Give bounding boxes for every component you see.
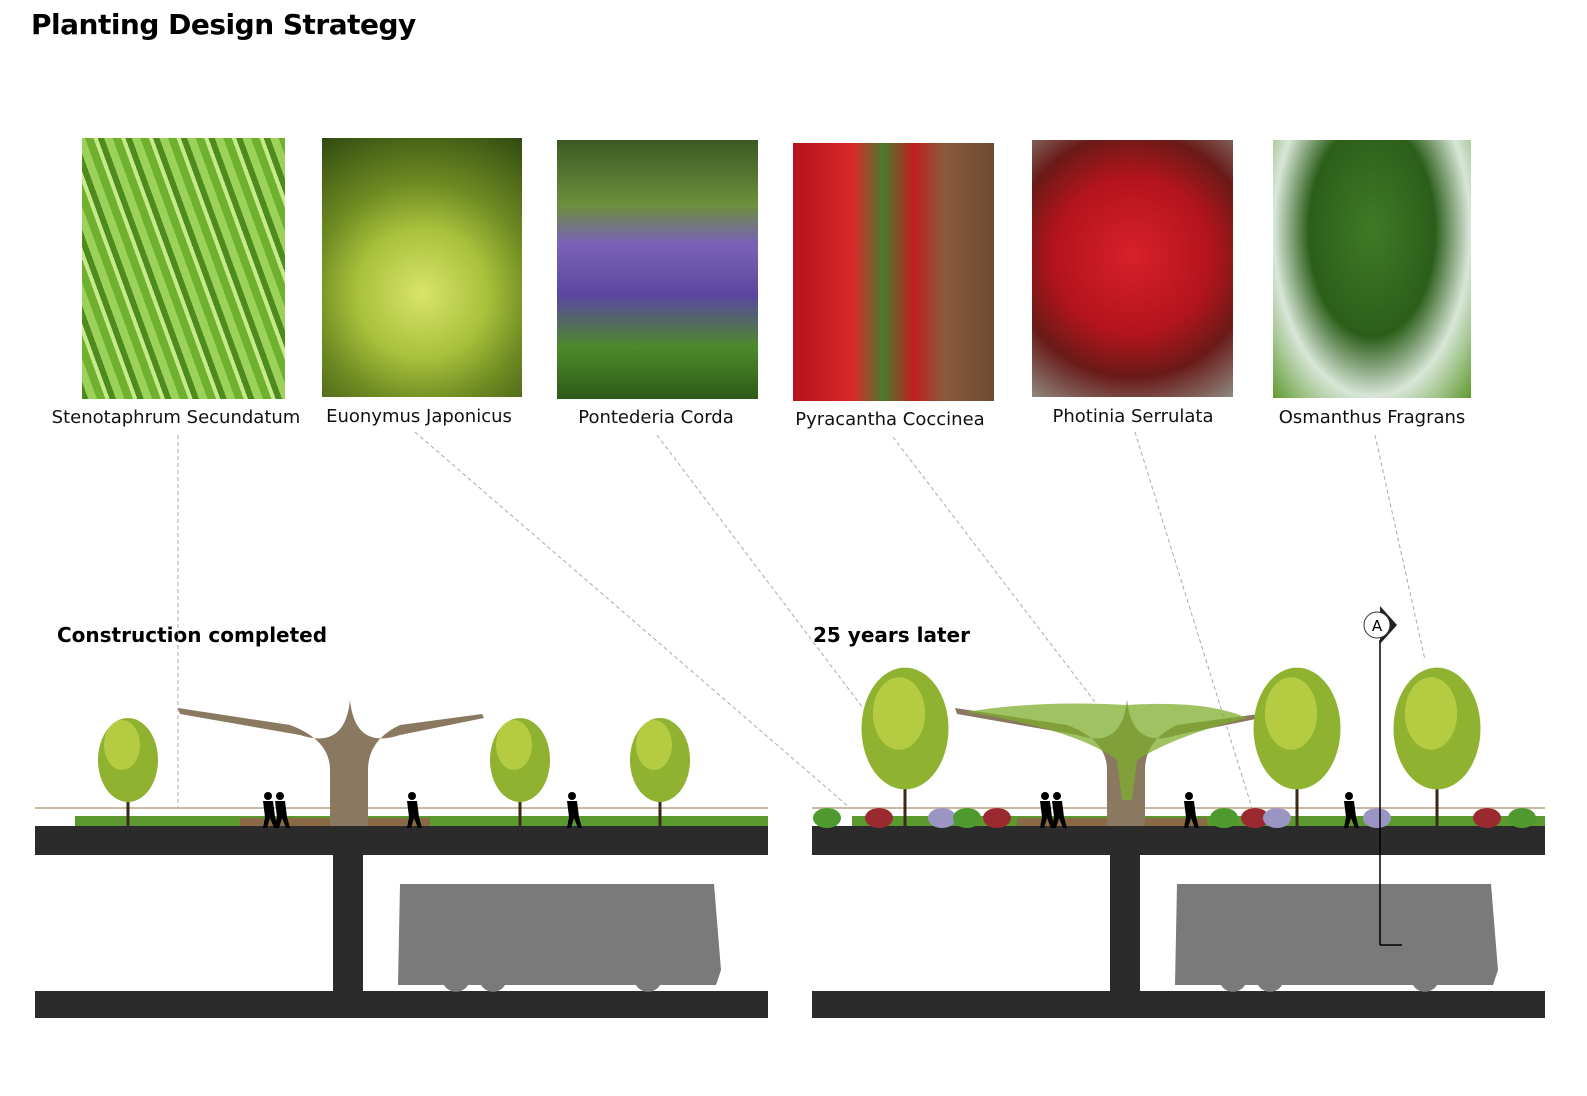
person-icon (1053, 792, 1061, 800)
photo-euonymus (322, 138, 522, 397)
person-icon (1345, 792, 1353, 800)
ground-road (812, 991, 1545, 1018)
section-marker[interactable]: A (1363, 606, 1402, 946)
person-icon (1184, 801, 1199, 828)
person-icon (408, 792, 416, 800)
person-icon (275, 801, 290, 828)
photo-pontederia (557, 140, 758, 399)
shrub (1210, 808, 1238, 828)
person-icon (1052, 801, 1067, 828)
person-icon (1040, 801, 1055, 828)
shrub (983, 808, 1011, 828)
photo-stenotaphrum (82, 138, 285, 399)
person-icon (1185, 792, 1193, 800)
photo-photinia (1032, 140, 1233, 397)
section-label-before: Construction completed (57, 623, 328, 647)
ground-road (35, 991, 768, 1018)
tree-highlight (636, 720, 672, 770)
leader-lines (177, 431, 1426, 809)
leader-line (656, 434, 873, 721)
person-icon (276, 792, 284, 800)
leader-line (892, 436, 1096, 703)
bus (1175, 884, 1498, 992)
person-icon (568, 792, 576, 800)
tree-highlight (496, 720, 532, 770)
plant-caption: Osmanthus Fragrans (1278, 407, 1466, 428)
plant-caption: Pontederia Corda (578, 407, 734, 428)
support-column (1110, 855, 1140, 991)
shrub (865, 808, 893, 828)
plant-caption: Stenotaphrum Secundatum (51, 407, 301, 428)
shrub (928, 808, 956, 828)
elevated-deck (812, 826, 1545, 855)
shrub (813, 808, 841, 828)
plant-caption: Pyracantha Coccinea (795, 409, 985, 430)
climbing-vines (967, 703, 1247, 800)
bus (398, 884, 721, 992)
tree-highlight (1264, 677, 1318, 750)
page-title: Planting Design Strategy (31, 8, 416, 41)
leader-line (414, 431, 851, 809)
shrub (1508, 808, 1536, 828)
shrub (1473, 808, 1501, 828)
person-icon (1344, 801, 1359, 828)
leader-line (1374, 434, 1426, 661)
section-after (812, 667, 1545, 1018)
person-icon (567, 801, 582, 828)
photo-osmanthus (1273, 140, 1471, 398)
pavilion (178, 700, 484, 826)
person-icon (1041, 792, 1049, 800)
elevated-deck (35, 826, 768, 855)
shrub (1241, 808, 1269, 828)
photo-pyracantha (793, 143, 994, 401)
section-label-after: 25 years later (813, 623, 970, 647)
person-icon (263, 801, 278, 828)
shrub (1263, 808, 1291, 828)
section-marker-label: A (1372, 617, 1383, 635)
shrub (1363, 808, 1391, 828)
leader-line (1134, 431, 1253, 809)
person-icon (407, 801, 422, 828)
tree-highlight (1404, 677, 1458, 750)
plant-caption: Euonymus Japonicus (326, 406, 512, 427)
plant-caption: Photinia Serrulata (1052, 406, 1214, 427)
tree-highlight (104, 720, 140, 770)
shrub (953, 808, 981, 828)
person-icon (264, 792, 272, 800)
support-column (333, 855, 363, 991)
tree-highlight (872, 677, 926, 750)
section-before (35, 700, 768, 1018)
